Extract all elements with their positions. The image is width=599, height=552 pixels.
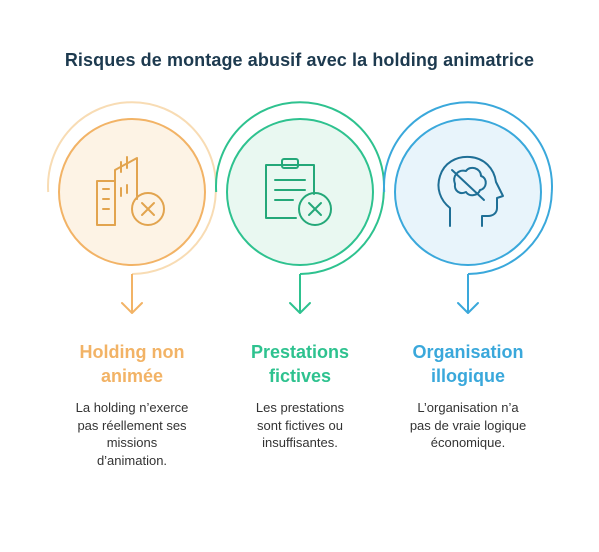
risk-description-3: L’organisation n’a pas de vraie logique …	[393, 399, 543, 452]
risk-title-prestations-fictives: Prestations fictives	[225, 340, 375, 388]
outer-ring-3	[383, 101, 553, 275]
risk-description-line: L’organisation n’a	[417, 400, 519, 415]
risk-title-line: Prestations	[250, 342, 350, 362]
risk-description-line: pas de vraie logique	[409, 417, 527, 433]
risk-description-line: sont fictives ou	[257, 417, 343, 433]
risk-description-line: économique.	[430, 435, 506, 450]
risk-title-line: illogique	[431, 366, 505, 386]
risk-title-line: Organisation	[412, 342, 524, 362]
risk-description-line: pas réellement ses	[77, 417, 187, 433]
inner-circle-1	[58, 118, 206, 266]
head-crossed-brain-icon	[437, 155, 504, 227]
inner-circle-3	[394, 118, 542, 266]
risk-description-1: La holding n’exerce pas réellement ses m…	[57, 399, 207, 469]
arrow-down-icon	[289, 302, 311, 314]
risk-step-2	[215, 101, 385, 314]
risk-title-line: fictives	[268, 366, 332, 386]
risk-title-holding-non-animee: Holding non animée	[57, 340, 207, 388]
risk-description-line: d’animation.	[96, 452, 168, 468]
inner-circle-2	[226, 118, 374, 266]
arrow-down-icon	[121, 302, 143, 314]
buildings-cross-icon	[96, 156, 165, 226]
risk-description-line: insuffisantes.	[262, 435, 338, 450]
page-title: Risques de montage abusif avec la holdin…	[64, 50, 535, 70]
risk-description-line: missions	[106, 435, 158, 450]
arrow-down-icon	[457, 302, 479, 314]
risk-description-2: Les prestations sont fictives ou insuffi…	[225, 399, 375, 452]
risk-title-line: animée	[100, 366, 164, 386]
risk-title-organisation-illogique: Organisation illogique	[393, 340, 543, 388]
outer-ring-1	[47, 101, 217, 275]
risk-step-3	[383, 101, 553, 314]
clipboard-cross-icon	[265, 158, 332, 226]
outer-ring-2	[215, 101, 385, 275]
risk-title-line: Holding non	[79, 342, 185, 362]
risk-description-line: Les prestations	[255, 400, 345, 415]
risk-description-line: La holding n’exerce	[75, 400, 189, 415]
risk-step-1	[47, 101, 217, 314]
